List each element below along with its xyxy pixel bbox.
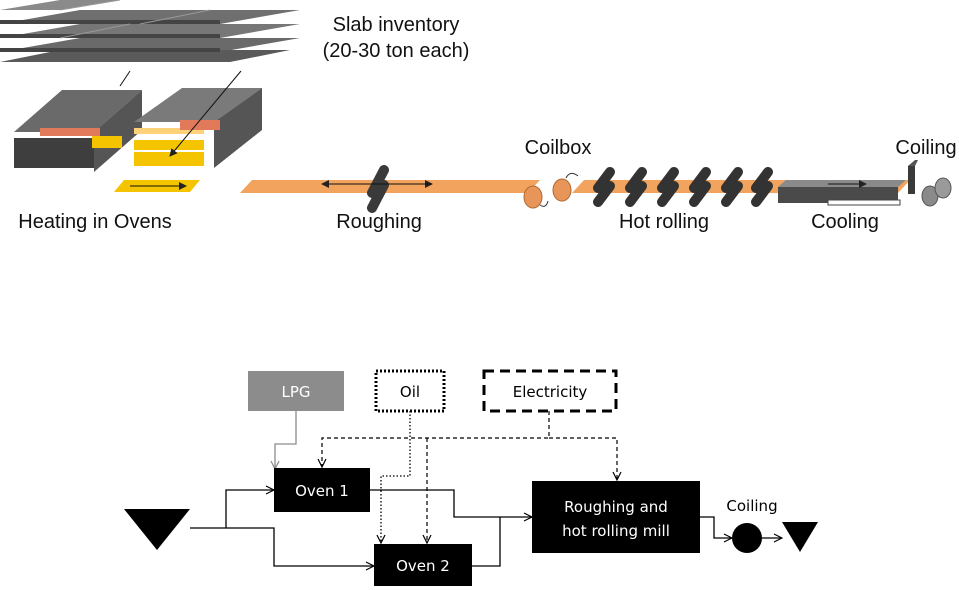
hot-rolling-stands [593,167,773,207]
roughing-label: Roughing [336,211,422,233]
coiling-top-label: Coiling [895,137,956,159]
lpg-to-oven1-line [275,411,297,469]
output-triangle-icon [782,522,818,552]
oven2-box [374,544,472,586]
coiling-flow-label: Coiling [726,497,777,515]
hot-rolling-label: Hot rolling [619,211,709,233]
material-flow-lines [190,490,782,566]
oil-label: Oil [400,383,420,401]
input-triangle-icon [124,509,190,550]
roughing-rolls [367,165,389,213]
oven1-label: Oven 1 [295,482,349,500]
mill-label-line1: Roughing and [564,498,668,516]
coilbox-label: Coilbox [525,137,592,159]
electricity-box [482,369,618,413]
mill-label-line2: hot rolling mill [562,522,670,540]
cooling-label: Cooling [811,211,879,233]
hot-slab-exit [114,180,200,192]
heating-label: Heating in Ovens [18,211,171,233]
oven2-label: Oven 2 [396,557,450,575]
lpg-label: LPG [281,383,310,401]
oven-left [14,90,142,172]
roughing-strip [240,180,540,193]
slab-inventory-stack [0,0,300,62]
mill-box [532,481,700,553]
coiling-circle-icon [732,523,762,553]
electricity-label: Electricity [513,383,588,401]
oil-box [374,369,446,413]
oil-to-oven2-line [381,411,411,543]
slab-inventory-label-line2: (20-30 ton each) [323,40,470,62]
oven1-box [274,468,370,512]
cooling-section [778,180,906,206]
coilbox-coils [523,172,579,209]
coiler [908,160,952,207]
oven-right [134,88,262,168]
lpg-box [248,371,344,411]
slab-inventory-label-line1: Slab inventory [333,14,460,36]
